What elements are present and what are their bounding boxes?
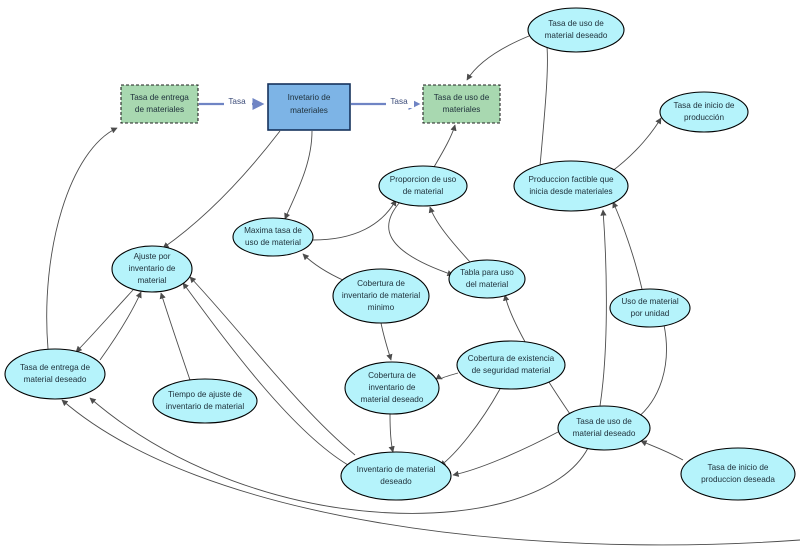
link-produccionfactible-to-tasainicioproduccion (610, 117, 662, 173)
stock-box-inventario-materiales[interactable] (267, 83, 351, 131)
link-inventariodeseado-to-ajuste-alt (189, 276, 356, 456)
node-uso-de-material-por-unidad[interactable]: Uso de material por unidad (609, 288, 691, 328)
rate-box-tasa-entrega-materiales[interactable] (120, 84, 199, 124)
ellipse-uso-material-por-unidad[interactable] (609, 288, 691, 328)
ellipse-produccion-factible[interactable] (513, 160, 629, 212)
ellipse-tasa-inicio-produccion[interactable] (659, 91, 749, 133)
link-seguridad-to-coberturadeseado (435, 372, 459, 380)
node-tasa-de-inicio-de-produccion[interactable]: Tasa de inicio de producción (659, 91, 749, 133)
ellipse-inventario-material-deseado[interactable] (340, 451, 452, 501)
node-inventario-de-material-deseado[interactable]: Inventario de material deseado (340, 451, 452, 501)
link-usomaterialunidad-to-tasausodeseado (635, 324, 667, 420)
link-tasaentregadeseado-to-ajuste (99, 291, 142, 361)
node-tasa-entrega-de-materiales[interactable]: Tasa de entrega de materiales (120, 84, 199, 124)
link-coberturaminimo-to-coberturadeseado (380, 322, 393, 361)
node-tasa-de-uso-de-material-deseado-top[interactable]: Tasa de uso de material deseado (527, 7, 625, 53)
node-tiempo-de-ajuste-de-inventario-de-material[interactable]: Tiempo de ajuste de inventario de materi… (152, 378, 258, 424)
auxiliary-nodes-layer: Tasa de uso de material deseado Tasa de … (4, 7, 796, 501)
node-tasa-de-inicio-de-produccion-deseada[interactable]: Tasa de inicio de produccion deseada (680, 447, 796, 501)
link-tiempoajuste-to-ajuste (159, 292, 191, 381)
node-maxima-tasa-de-uso-de-material[interactable]: Maxima tasa de uso de material (232, 217, 314, 257)
link-tasausodeseado-to-produccionfactible (599, 209, 607, 407)
link-ajuste-to-tasaentregadeseado (75, 289, 134, 353)
node-tasa-de-entrega-de-material-deseado[interactable]: Tasa de entrega de material deseado (4, 348, 106, 400)
flow-label-backing-1 (224, 95, 252, 108)
link-tasainiciodeseada-to-tasausodeseado (640, 440, 684, 461)
ellipse-tiempo-ajuste-inventario[interactable] (152, 378, 258, 424)
ellipse-tasa-uso-material-deseado[interactable] (557, 405, 651, 451)
link-produccionfactible-to-tasausodeseadotop (539, 37, 551, 167)
link-bottom-return-to-tasaentregadeseado (61, 399, 800, 546)
link-maximatasa-to-proporcion (312, 199, 397, 241)
node-cobertura-de-inventario-de-material-minimo[interactable]: Cobertura de inventario de material mini… (332, 268, 430, 324)
link-tasaentregadeseado-to-tasaentregamateriales (46, 127, 118, 350)
node-tasa-de-uso-de-material-deseado[interactable]: Tasa de uso de material deseado (557, 405, 651, 451)
ellipse-maxima-tasa-uso-material[interactable] (232, 217, 314, 257)
ellipse-cobertura-inventario-minimo[interactable] (332, 268, 430, 324)
node-invetario-de-materiales[interactable]: Invetario de materiales (267, 83, 351, 131)
link-inventario-to-ajuste (162, 130, 281, 249)
link-coberturaminimo-to-maximatasa (302, 253, 346, 282)
ellipse-tasa-entrega-material-deseado[interactable] (4, 348, 106, 400)
ellipse-ajuste-inventario-material[interactable] (111, 245, 193, 293)
node-ajuste-por-inventario-de-material[interactable]: Ajuste por inventario de material (111, 245, 193, 293)
link-tasausodeseado-to-tasaentregadeseado-bottom (89, 397, 589, 514)
ellipse-proporcion-uso-material[interactable] (378, 165, 468, 207)
link-tasausodeseadotop-to-tasausomateriales (466, 35, 530, 81)
link-tasausodeseado-to-inventariodeseado (452, 431, 559, 477)
ellipse-tabla-uso-material[interactable] (448, 259, 526, 299)
flow-label-backing-2 (386, 95, 414, 108)
link-usomaterialunidad-to-produccionfactible (612, 201, 643, 290)
link-coberturadeseado-to-inventariodeseado (388, 413, 395, 453)
link-inventariodeseado-to-ajuste (182, 282, 349, 466)
link-inventario-to-maximatasa (284, 130, 313, 220)
node-tabla-para-uso-del-material[interactable]: Tabla para uso del material (448, 259, 526, 299)
ellipse-cobertura-existencia-seguridad[interactable] (456, 340, 566, 390)
link-seguridad-to-inventariodeseado (439, 388, 501, 467)
link-tabla-to-proporcion (428, 206, 471, 263)
rate-box-tasa-uso-materiales[interactable] (422, 84, 501, 124)
ellipse-tasa-inicio-produccion-deseada[interactable] (680, 447, 796, 501)
node-tasa-de-uso-de-materiales[interactable]: Tasa de uso de materiales (422, 84, 501, 124)
node-proporcion-de-uso-de-material[interactable]: Proporcion de uso de material (378, 165, 468, 207)
ellipse-tasa-uso-material-deseado-top[interactable] (527, 7, 625, 53)
ellipse-cobertura-inventario-deseado[interactable] (344, 361, 440, 415)
node-cobertura-de-inventario-de-material-deseado[interactable]: Cobertura de inventario de material dese… (344, 361, 440, 415)
node-produccion-factible-que-inicia-desde-materiales[interactable]: Produccion factible que inicia desde mat… (513, 160, 629, 212)
link-proporcion-to-tasausomateriales (433, 124, 457, 168)
link-proporcion-to-tabla (388, 201, 454, 277)
node-cobertura-de-existencia-de-seguridad-material[interactable]: Cobertura de existencia de seguridad mat… (456, 340, 566, 390)
